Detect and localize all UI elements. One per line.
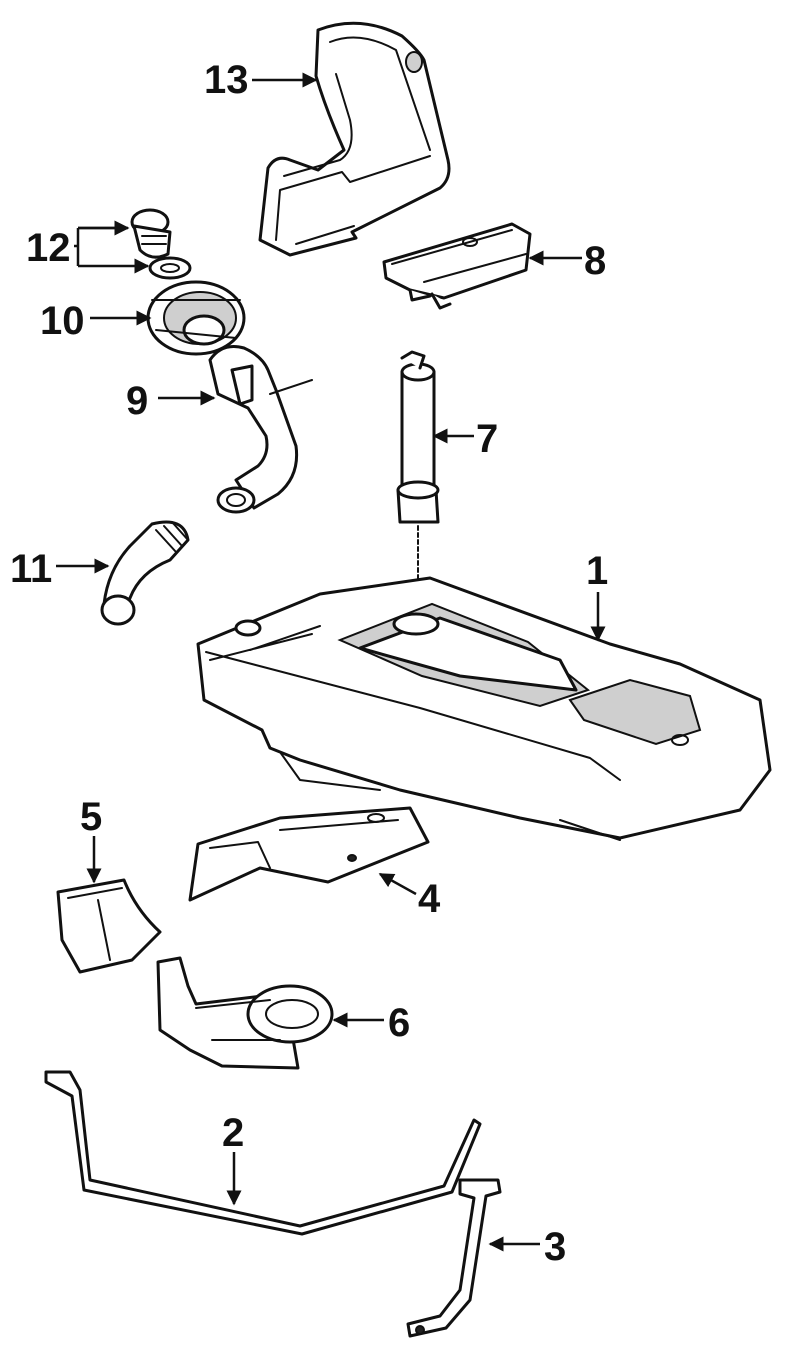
part-6-protector bbox=[156, 956, 334, 1070]
leader-lines bbox=[56, 72, 606, 1252]
part-3-strap bbox=[406, 1178, 502, 1338]
leader-12 bbox=[74, 226, 148, 266]
part-11-hose bbox=[100, 520, 190, 626]
part-5-shield bbox=[56, 878, 162, 974]
part-13-shield bbox=[258, 21, 451, 257]
callout-5: 5 bbox=[80, 795, 102, 839]
callout-12: 12 bbox=[26, 226, 71, 270]
callout-1: 1 bbox=[586, 549, 608, 593]
callout-4: 4 bbox=[418, 877, 441, 921]
part-1-fuel-tank bbox=[196, 576, 772, 841]
callout-3: 3 bbox=[544, 1225, 566, 1269]
part-7-fuel-pump bbox=[396, 350, 440, 613]
callout-9: 9 bbox=[126, 379, 148, 423]
part-12-cap-gasket bbox=[130, 208, 192, 280]
callout-numbers: 13 12 10 9 11 8 7 1 5 4 6 2 3 bbox=[10, 58, 608, 1269]
part-9-filler-neck bbox=[208, 345, 313, 514]
part-2-strap bbox=[44, 1070, 482, 1236]
part-10-filler-housing bbox=[146, 280, 246, 356]
part-8-bracket bbox=[382, 222, 532, 310]
callout-13: 13 bbox=[204, 58, 249, 102]
part-4-heat-shield bbox=[188, 806, 430, 902]
callout-10: 10 bbox=[40, 299, 85, 343]
callout-2: 2 bbox=[222, 1111, 244, 1155]
callout-8: 8 bbox=[584, 239, 606, 283]
callout-11: 11 bbox=[10, 547, 52, 591]
callout-7: 7 bbox=[476, 417, 498, 461]
leader-4 bbox=[378, 872, 417, 896]
callout-6: 6 bbox=[388, 1001, 410, 1045]
